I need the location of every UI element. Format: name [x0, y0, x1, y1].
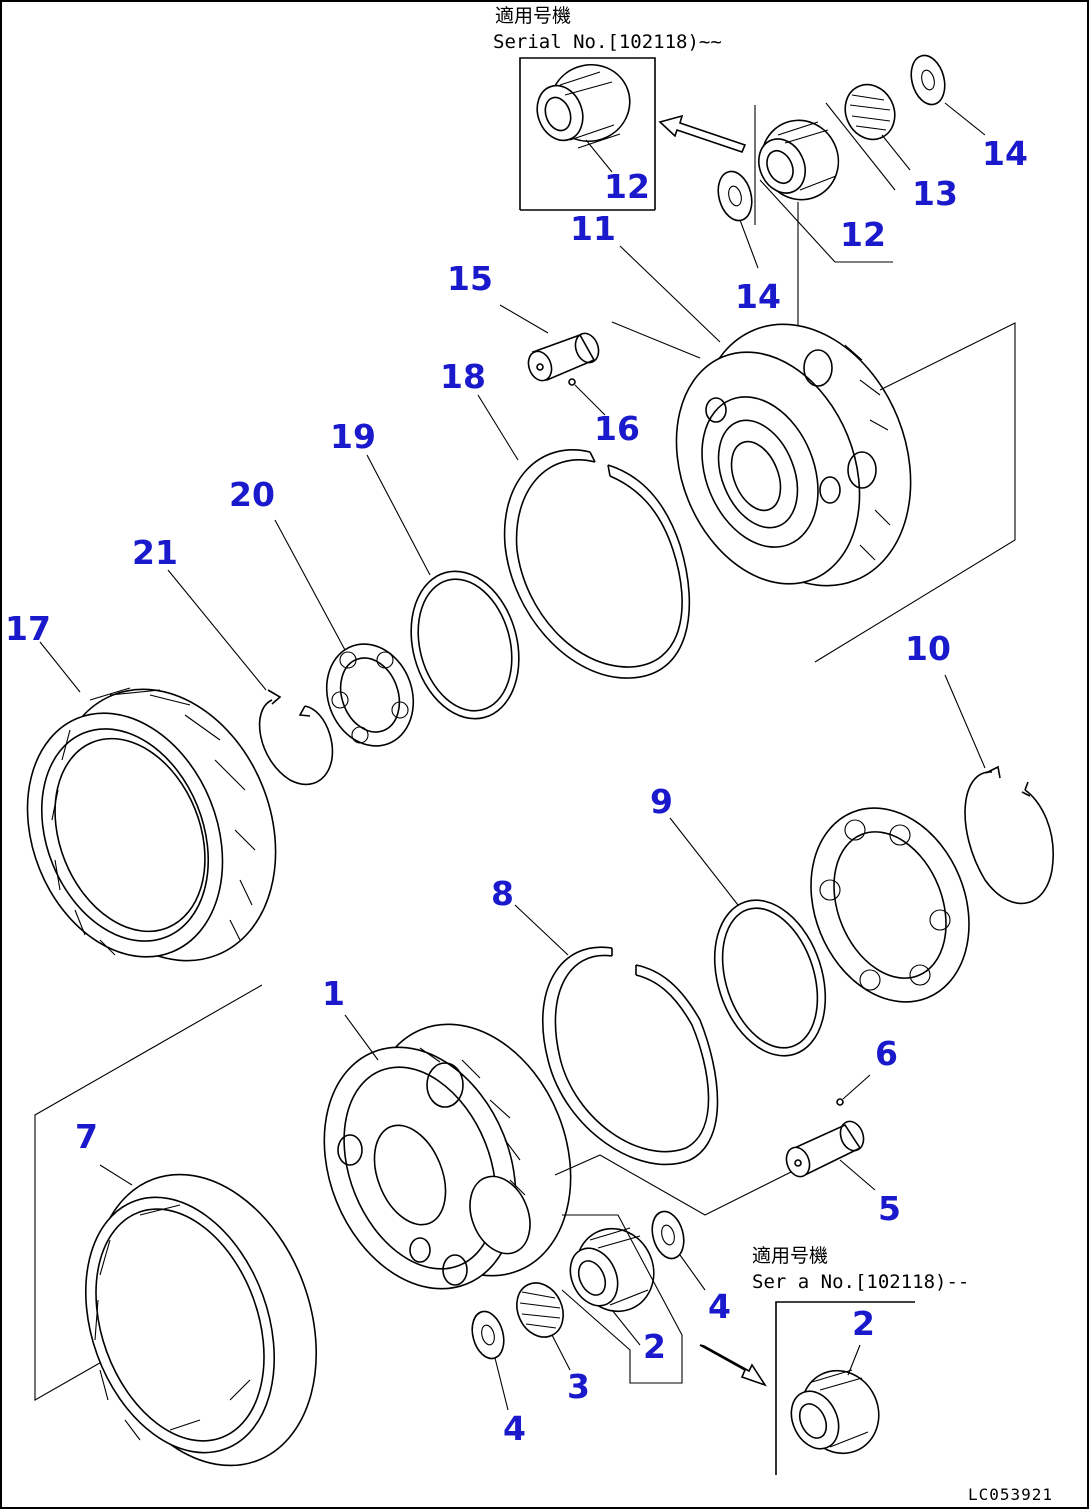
callout-19: 19: [330, 417, 376, 456]
callout-2: 2: [643, 1327, 666, 1366]
callout-12: 12: [840, 215, 886, 254]
snap-ring-10: [944, 674, 1054, 905]
callout-10: 10: [905, 629, 951, 668]
callout-21: 21: [132, 533, 178, 572]
callout-12-inset: 12: [604, 167, 650, 206]
callout-18: 18: [440, 357, 486, 396]
needle-bearing-3: [516, 1282, 571, 1371]
ball-16: [568, 378, 606, 416]
callout-15: 15: [447, 259, 493, 298]
callout-1: 1: [322, 974, 345, 1013]
seal-ring-9: [669, 817, 827, 1057]
inset-bearing-12: [536, 63, 631, 149]
leader-lines: [619, 102, 986, 343]
callout-2-inset: 2: [852, 1304, 875, 1343]
callout-6: 6: [875, 1034, 898, 1073]
arrow-to-inset-bottom: [699, 1344, 767, 1387]
ring-gear-17: [26, 641, 277, 962]
planetary-carrier-11: [675, 323, 912, 587]
inset-box-top: [519, 57, 656, 211]
guide-lines-upper: [754, 102, 896, 345]
callout-14-upper: 14: [982, 134, 1028, 173]
shaft-5: [785, 1120, 876, 1191]
needle-bearing-13: [844, 83, 896, 141]
seal-ring-19: [366, 454, 520, 720]
callout-8: 8: [491, 874, 514, 913]
callout-20: 20: [229, 475, 275, 514]
callout-17: 17: [5, 609, 51, 648]
callout-5: 5: [878, 1189, 901, 1228]
shaft-15: [499, 304, 600, 382]
serial-note-top: 適用号機 Serial No.[102118)~~: [493, 5, 722, 53]
inset-bearing-2: [790, 1369, 880, 1455]
serial-note-bottom: 適用号機 Ser a No.[102118)--: [752, 1245, 969, 1293]
callout-4-left: 4: [503, 1409, 526, 1448]
serial-note-bottom-line1: 適用号機: [752, 1245, 828, 1267]
drawing-code: LC053921: [968, 1485, 1053, 1504]
serial-note-top-line1: 適用号機: [495, 5, 571, 27]
thrust-washer-4-left: [471, 1310, 509, 1411]
arrow-to-inset-top: [658, 114, 747, 153]
thrust-washer-14-lower: [717, 170, 753, 222]
callout-13: 13: [912, 174, 958, 213]
ball-bearing-20: [274, 519, 415, 747]
callout-9: 9: [650, 782, 673, 821]
callout-3: 3: [567, 1367, 590, 1406]
ring-gear-7: [84, 1164, 318, 1467]
callout-11: 11: [570, 209, 616, 248]
thrust-washer-14-upper: [910, 54, 946, 106]
callout-7: 7: [75, 1117, 98, 1156]
callout-14-lower: 14: [735, 277, 781, 316]
planetary-carrier-1: [323, 1014, 572, 1290]
roller-bearing: [810, 807, 970, 1003]
serial-note-top-line2: Serial No.[102118)~~: [493, 31, 722, 53]
thrust-washer-4-right: [651, 1210, 706, 1291]
callout-4-right: 4: [708, 1287, 731, 1326]
ball-6: [836, 1074, 871, 1106]
bearing-12: [758, 119, 840, 201]
callout-16: 16: [594, 409, 640, 448]
bearing-2: [561, 1214, 683, 1384]
guide-lines-carrier-1: [34, 984, 796, 1401]
guide-lines-carrier: [611, 321, 1016, 663]
snap-ring-18: [477, 394, 691, 679]
snap-ring-8: [514, 904, 719, 1166]
serial-note-bottom-line2: Ser a No.[102118)--: [752, 1271, 969, 1293]
callout-labels: 1 2 2 3 4 4 5 6 7 8 9 10 11 12 12 13 14 …: [5, 134, 1028, 1448]
inset-box-bottom: [775, 1301, 915, 1475]
snap-ring-21: [167, 569, 334, 786]
